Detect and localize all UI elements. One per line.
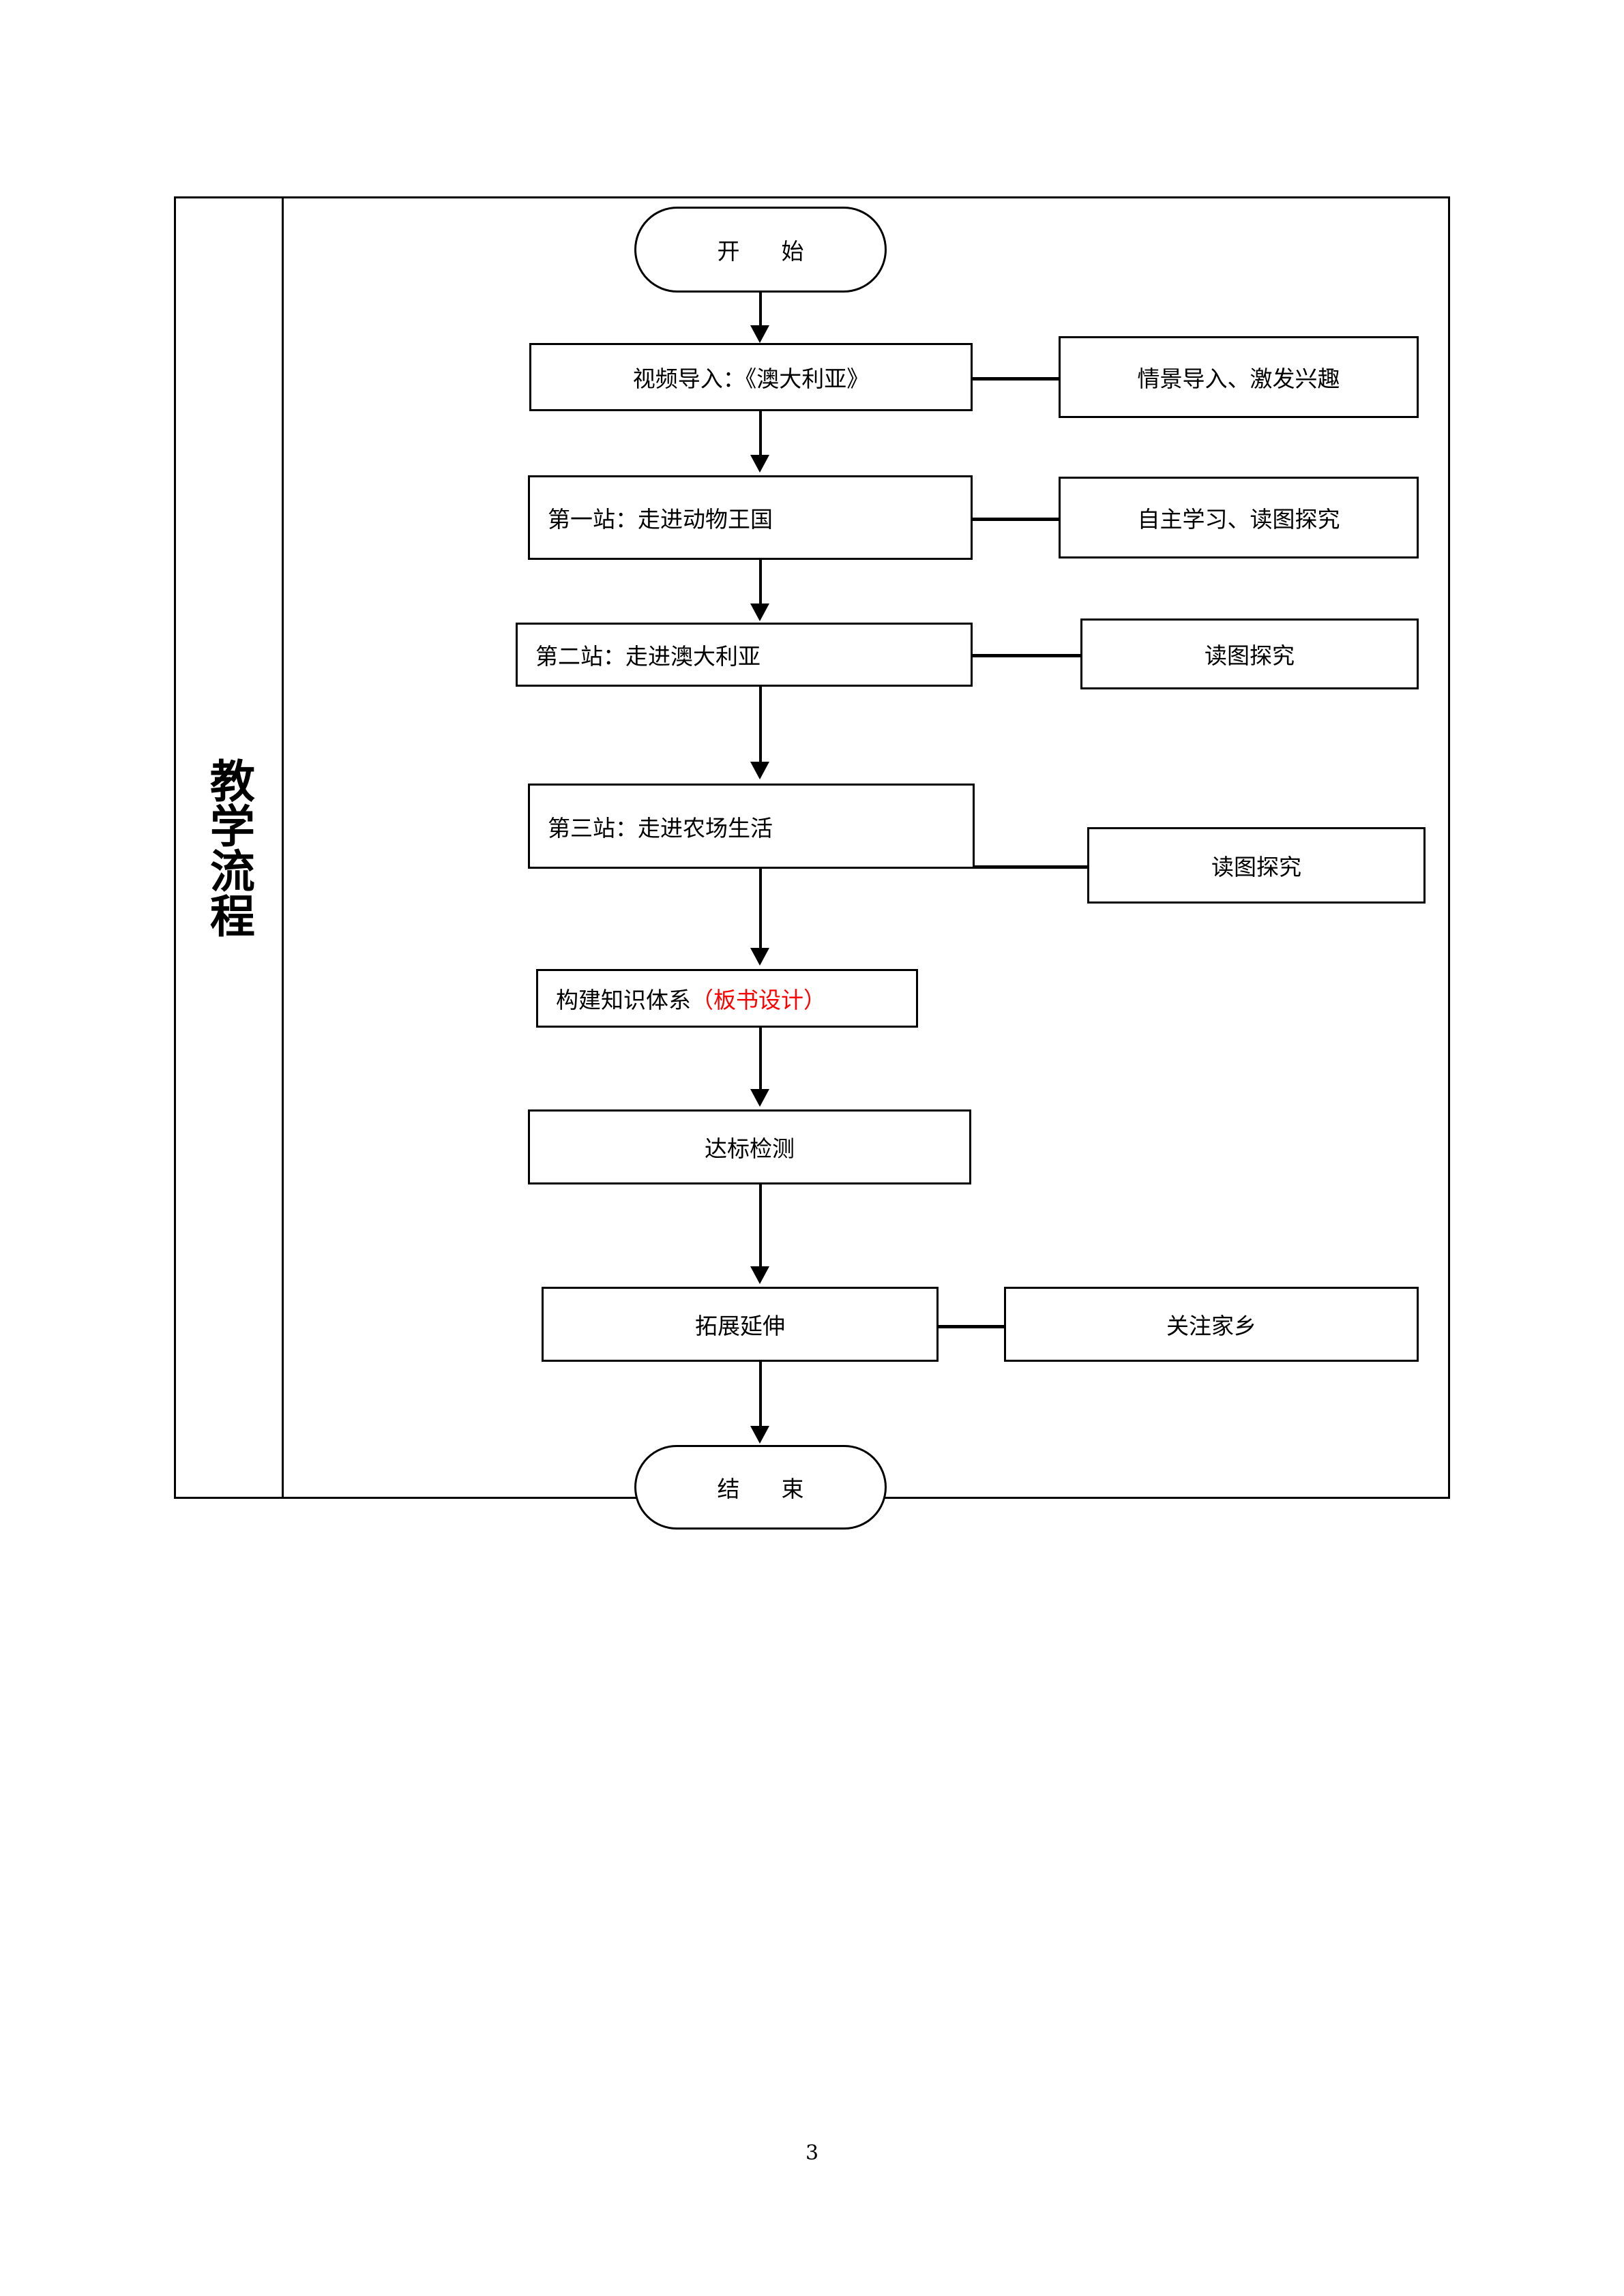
connector-step7-to-note7 (939, 1325, 1007, 1328)
connector-step4-to-note4 (974, 865, 1087, 869)
flow-node-step-5[interactable]: 构建知识体系（板书设计） (536, 969, 918, 1028)
flow-node-step-6[interactable]: 达标检测 (528, 1109, 971, 1184)
flow-node-step-4[interactable]: 第三站：走进农场生活 (528, 784, 975, 869)
flow-note-4[interactable]: 读图探究 (1087, 827, 1426, 904)
connector-step2-to-note2 (973, 518, 1065, 521)
flow-node-step-3[interactable]: 第二站：走进澳大利亚 (516, 623, 973, 687)
flow-node-start[interactable]: 开 始 (634, 207, 887, 293)
flow-node-end-label: 结 束 (717, 1476, 814, 1502)
flow-note-1[interactable]: 情景导入、激发兴趣 (1059, 336, 1419, 418)
flow-note-4-label: 读图探究 (1211, 854, 1301, 880)
flow-node-step-7-label: 拓展延伸 (695, 1313, 785, 1339)
flow-node-step-4-label: 第三站：走进农场生活 (548, 814, 773, 841)
flow-node-step-1[interactable]: 视频导入：《澳大利亚》 (529, 343, 973, 411)
connector-step6-to-step7 (759, 1184, 762, 1268)
flow-node-step-7[interactable]: 拓展延伸 (542, 1287, 939, 1362)
row-header-label: 教学流程 (202, 758, 256, 938)
arrowhead-start-to-step1 (750, 325, 769, 343)
flow-note-3-label: 读图探究 (1205, 642, 1295, 669)
flow-node-start-label: 开 始 (717, 238, 814, 265)
flow-note-2-label: 自主学习、读图探究 (1137, 506, 1340, 533)
table-row-header-cell: 教学流程 (176, 198, 282, 1497)
flow-node-step-3-label: 第二站：走进澳大利亚 (535, 643, 761, 670)
arrowhead-step7-to-end (750, 1426, 769, 1444)
flow-note-7-label: 关注家乡 (1166, 1313, 1256, 1339)
arrowhead-step6-to-step7 (750, 1266, 769, 1284)
flow-note-7[interactable]: 关注家乡 (1004, 1287, 1419, 1362)
arrowhead-step5-to-step6 (750, 1089, 769, 1107)
arrowhead-step2-to-step3 (750, 603, 769, 621)
arrowhead-step3-to-step4 (750, 762, 769, 779)
connector-step4-to-step5 (759, 869, 762, 949)
page-number: 3 (805, 2141, 819, 2165)
connector-step1-to-step2 (759, 411, 762, 456)
flow-note-3[interactable]: 读图探究 (1080, 618, 1419, 689)
connector-start-to-step1 (759, 293, 762, 327)
flow-note-1-label: 情景导入、激发兴趣 (1137, 366, 1340, 392)
flow-note-2[interactable]: 自主学习、读图探究 (1059, 477, 1419, 558)
flow-node-step-6-label: 达标检测 (705, 1135, 795, 1162)
teaching-flowchart: 开 始 视频导入：《澳大利亚》 情景导入、激发兴趣 第一站：走进动物王国 自主学… (284, 198, 1448, 1530)
flow-node-step-2[interactable]: 第一站：走进动物王国 (528, 475, 973, 560)
flow-node-step-1-label: 视频导入：《澳大利亚》 (632, 366, 870, 392)
arrowhead-step1-to-step2 (750, 455, 769, 473)
connector-step2-to-step3 (759, 560, 762, 605)
table-column-divider (282, 198, 284, 1497)
flow-node-step-5-label: 构建知识体系 (556, 987, 691, 1013)
connector-step1-to-note1 (973, 377, 1065, 381)
flow-node-step-2-label: 第一站：走进动物王国 (548, 506, 773, 533)
flow-node-end[interactable]: 结 束 (634, 1445, 887, 1530)
connector-step3-to-note3 (973, 654, 1086, 657)
flow-node-step-5-accent-label: （板书设计） (691, 987, 826, 1013)
arrowhead-step4-to-step5 (750, 948, 769, 966)
teaching-process-table: 教学流程 开 始 视频导入：《澳大利亚》 情景导入、激发兴趣 第一站：走进动物王… (174, 196, 1450, 1530)
connector-step3-to-step4 (759, 687, 762, 763)
connector-step5-to-step6 (759, 1028, 762, 1090)
connector-step7-to-end (759, 1362, 762, 1427)
